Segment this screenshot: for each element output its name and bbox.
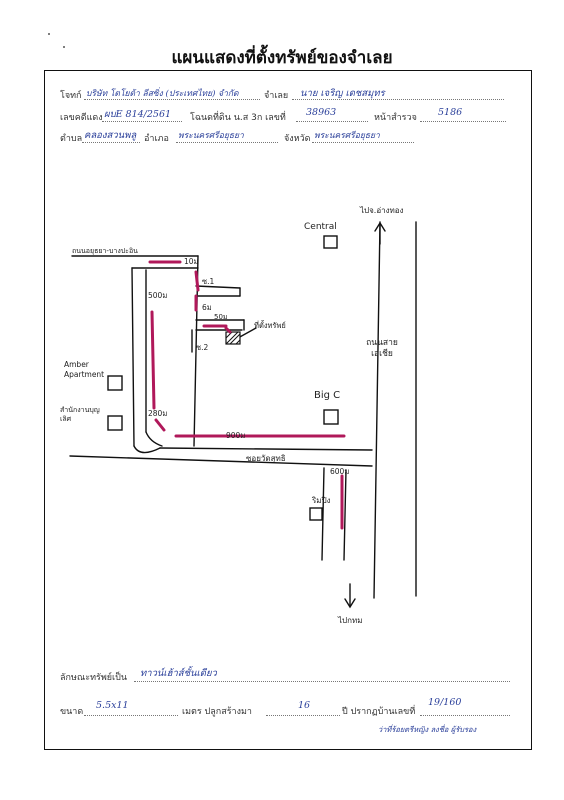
property-type-label: ลักษณะทรัพย์เป็น xyxy=(60,673,127,683)
soi1-branch-top xyxy=(195,285,241,289)
district-label: อำเภอ xyxy=(144,134,169,144)
house-number-value: 19/160 xyxy=(428,697,462,708)
soi-wat-road-top xyxy=(159,447,373,451)
left-road-outer xyxy=(131,267,135,447)
office-label: สำนักงานบุญเลิศ xyxy=(60,406,100,423)
dotted-line xyxy=(82,142,140,143)
distance-6m-label: 6ม xyxy=(202,303,212,312)
big-c-building xyxy=(323,409,339,425)
dotted-line xyxy=(84,715,178,716)
dotted-line xyxy=(102,121,182,122)
survey-label: หน้าสำรวจ xyxy=(374,113,417,123)
defendant-value: นาย เจริญ เดชสมุทร xyxy=(300,88,385,99)
page-title: แผนแสดงที่ตั้งทรัพย์ของจำเลย xyxy=(171,48,393,68)
size-label: ขนาด xyxy=(60,707,84,717)
dotted-line xyxy=(176,142,278,143)
dotted-line xyxy=(266,715,340,716)
distance-50m-label: 50ม xyxy=(214,313,228,321)
dotted-line xyxy=(312,142,414,143)
route-500m xyxy=(150,310,156,410)
central-label: Central xyxy=(304,222,337,232)
built-label: เมตร ปลูกสร้างมา xyxy=(182,707,252,717)
dotted-line xyxy=(134,681,510,682)
distance-280m-label: 280ม xyxy=(148,409,168,418)
soi-wat-road-bottom xyxy=(69,455,373,467)
soi1-label: ซ.1 xyxy=(202,277,215,286)
highway-left-edge xyxy=(373,221,381,599)
size-value: 5.5x11 xyxy=(96,700,129,711)
market-building xyxy=(309,507,323,521)
soi2-label: ซ.2 xyxy=(196,343,209,352)
big-c-label: Big C xyxy=(314,390,341,401)
dotted-line xyxy=(84,99,260,100)
house-number-label: ปี ปรากฏบ้านเลขที่ xyxy=(342,707,416,717)
plaintiff-label: โจทก์ xyxy=(60,91,82,101)
route-6m xyxy=(194,270,200,292)
signature: ว่าที่ร้อยตรีหญิง ลงชื่อ ผู้รับรอง xyxy=(378,725,477,734)
distance-600m-label: 600ม xyxy=(330,467,350,476)
market-road-left xyxy=(321,467,325,561)
dotted-line xyxy=(420,121,506,122)
property-pointer xyxy=(237,327,257,339)
distance-500m-label: 500ม xyxy=(148,291,168,300)
subdistrict-value: คลองสวนพลู xyxy=(84,130,137,141)
property-type-value: ทาวน์เฮ้าส์ชั้นเดียว xyxy=(140,668,217,679)
market-label: ริมปิง xyxy=(312,496,331,505)
main-road-label: ถนนสายเอเชีย xyxy=(366,338,398,359)
dotted-line xyxy=(292,99,504,100)
amber-apartment-label: Amber Apartment xyxy=(64,360,105,379)
south-direction-label: ไปกทม xyxy=(338,616,363,625)
dotted-line xyxy=(296,121,368,122)
central-building xyxy=(323,235,338,249)
case-value: ผบE 814/2561 xyxy=(104,109,172,120)
office-building xyxy=(107,415,123,431)
top-road-label: ถนนอยุธยา-บางปะอิน xyxy=(72,247,138,255)
distance-10m-label: 10ม xyxy=(184,257,199,266)
district-value: พระนครศรีอยุธยา xyxy=(178,131,244,141)
dust-speck xyxy=(63,46,65,48)
route-280m xyxy=(154,418,166,432)
deed-value: 38963 xyxy=(306,107,337,118)
plaintiff-value: บริษัท โตโยต้า ลีสซิ่ง (ประเทศไทย) จำกัด xyxy=(86,89,239,99)
built-value: 16 xyxy=(298,700,311,711)
property-label: ที่ตั้งทรัพย์ xyxy=(254,321,286,330)
property-marker xyxy=(225,331,241,345)
dotted-line xyxy=(420,715,510,716)
distance-900m-label: 900ม xyxy=(226,431,246,440)
soi-wat-label: ซอยวัดสุทธิ xyxy=(246,454,286,463)
case-label: เลขคดีแดง xyxy=(60,113,103,123)
deed-label: โฉนดที่ดิน น.ส 3ก เลขที่ xyxy=(190,113,286,123)
document-frame xyxy=(44,70,532,750)
amber-apartment-building xyxy=(107,375,123,391)
defendant-label: จำเลย xyxy=(264,91,289,101)
dust-speck xyxy=(48,33,50,35)
province-value: พระนครศรีอยุธยา xyxy=(314,131,380,141)
subdistrict-label: ตำบล xyxy=(60,134,83,144)
market-road-right xyxy=(343,469,347,561)
survey-value: 5186 xyxy=(438,107,463,118)
north-direction-label: ไปจ.อ่างทอง xyxy=(360,206,404,215)
province-label: จังหวัด xyxy=(284,134,311,144)
